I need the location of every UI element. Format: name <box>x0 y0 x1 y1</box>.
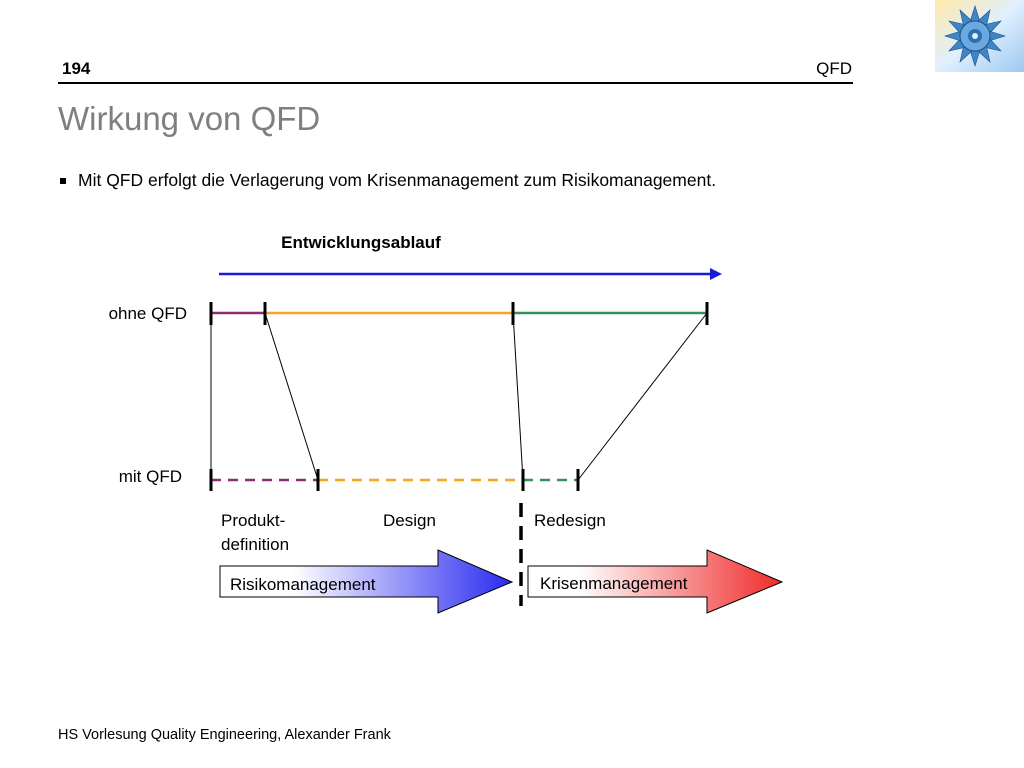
bullet-text: Mit QFD erfolgt die Verlagerung vom Kris… <box>78 170 717 190</box>
header-divider <box>58 82 853 84</box>
risk-management-label: Risikomanagement <box>230 575 376 594</box>
flow-arrow <box>219 268 722 280</box>
page-number: 194 <box>62 59 91 78</box>
crisis-management-label: Krisenmanagement <box>540 574 688 593</box>
crisis-management-arrow <box>527 549 784 614</box>
bullet-item: Mit QFD erfolgt die Verlagerung vom Kris… <box>60 170 716 191</box>
timeline-without-qfd <box>209 302 709 325</box>
connector-lines <box>210 312 708 481</box>
phase-label-definition: definition <box>221 535 289 554</box>
turbine-logo-icon <box>935 0 1024 72</box>
footer: HS Vorlesung Quality Engineering, Alexan… <box>58 727 391 743</box>
row-label-with-qfd: mit QFD <box>119 467 182 486</box>
phase-label-design: Design <box>383 511 436 530</box>
header-topic: QFD <box>816 59 852 78</box>
risk-management-arrow <box>219 549 514 614</box>
page-title: Wirkung von QFD <box>58 100 321 137</box>
row-label-without-qfd: ohne QFD <box>109 304 187 323</box>
flow-label: Entwicklungsablauf <box>281 233 441 252</box>
bullet-square-icon <box>60 178 66 184</box>
phase-label-produkt: Produkt- <box>221 511 285 530</box>
phase-label-redesign: Redesign <box>534 511 606 530</box>
